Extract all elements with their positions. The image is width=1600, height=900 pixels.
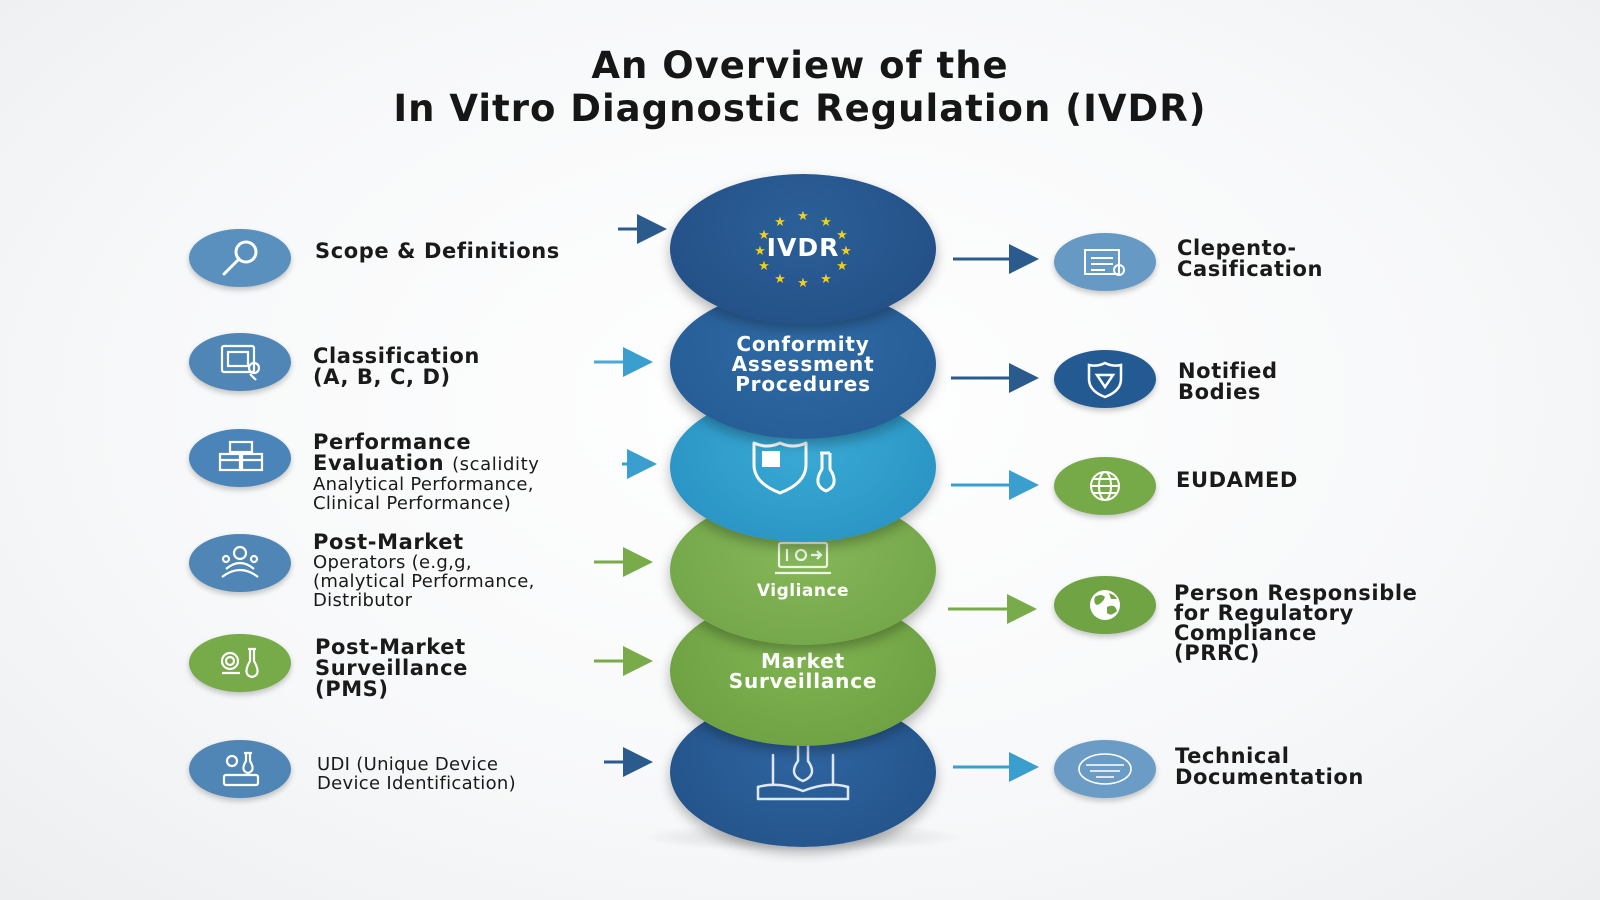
pms-title-3: (PMS) (315, 677, 389, 701)
operators-title: Post-Market (313, 530, 464, 554)
ivdr-circle: ★ ★ ★ ★ ★ ★ ★ ★ ★ ★ ★ ★ IVDR (670, 174, 936, 324)
notified-label: Notified Bodies (1178, 361, 1278, 403)
performance-inline: (scalidity (452, 454, 540, 475)
operators-sub-3: Distributor (313, 590, 413, 611)
svg-text:★: ★ (758, 259, 770, 274)
operators-icon-badge (189, 534, 291, 592)
globe-icon (1090, 471, 1120, 501)
shield-icon (1087, 361, 1123, 399)
conformity-line-3: Procedures (735, 372, 871, 396)
udi-label: UDI (Unique Device Device Identification… (317, 755, 516, 793)
eudamed-title: EUDAMED (1176, 468, 1298, 492)
title-line-1: An Overview of the (591, 44, 1009, 87)
title-line-2: In Vitro Diagnostic Regulation (IVDR) (393, 87, 1207, 130)
earth-icon (1090, 590, 1120, 620)
stamp-icon (1078, 753, 1132, 785)
prrc-title-4: (PRRC) (1174, 641, 1260, 665)
operators-sub-2: (malytical Performance, (313, 571, 535, 592)
eudamed-label: EUDAMED (1176, 470, 1298, 491)
prrc-title-2: for Regulatory (1174, 601, 1354, 625)
classification-icon-badge (189, 333, 291, 391)
svg-text:★: ★ (774, 272, 786, 287)
prrc-label: Person Responsible for Regulatory Compli… (1174, 581, 1418, 665)
scope-icon-badge (189, 229, 291, 287)
scope-label: Scope & Definitions (315, 241, 560, 262)
performance-sub-1: Analytical Performance, (313, 474, 534, 495)
performance-sub-2: Clinical Performance) (313, 493, 512, 514)
classification-classes: (A, B, C, D) (313, 365, 451, 389)
notified-icon-badge (1054, 350, 1156, 408)
people-icon (221, 545, 259, 578)
lab-flask-icon (220, 647, 259, 679)
svg-text:★: ★ (836, 259, 848, 274)
pms-title-2: Surveillance (315, 656, 468, 680)
techdoc-title-2: Documentation (1175, 765, 1364, 789)
eu-stars-icon: ★ ★ ★ ★ ★ ★ ★ ★ ★ ★ ★ ★ (754, 209, 852, 289)
conformity-line-1: Conformity (736, 332, 870, 356)
clepento-icon-badge (1054, 233, 1156, 291)
svg-text:★: ★ (797, 209, 809, 224)
prrc-title: Person Responsible (1174, 581, 1418, 605)
notified-title-2: Bodies (1178, 380, 1262, 404)
udi-icon-badge (189, 740, 291, 798)
pms-label: Post-Market Surveillance (PMS) (315, 637, 468, 700)
udi-icon (222, 751, 260, 787)
techdoc-icon-badge (1054, 740, 1156, 798)
techdoc-title: Technical (1175, 744, 1290, 768)
classification-title: Classification (313, 344, 480, 368)
prrc-title-3: Compliance (1174, 621, 1317, 645)
svg-text:★: ★ (797, 276, 809, 289)
conformity-line-2: Assessment (731, 352, 875, 376)
svg-text:★: ★ (820, 215, 832, 230)
svg-text:★: ★ (840, 244, 852, 259)
svg-text:★: ★ (774, 215, 786, 230)
eudamed-icon-badge (1054, 457, 1156, 515)
clepento-title-2: Casification (1177, 257, 1324, 281)
techdoc-label: Technical Documentation (1175, 746, 1364, 788)
performance-title-2: Evaluation (313, 451, 445, 475)
operators-label: Post-Market Operators (e.g,g, (malytical… (313, 530, 535, 611)
vigilance-monitor-icon (775, 541, 831, 575)
page-title: An Overview of the In Vitro Diagnostic R… (0, 44, 1600, 130)
svg-text:★: ★ (754, 244, 766, 259)
shield-flask-icon (752, 441, 836, 495)
clepento-label: Clepento- Casification (1177, 238, 1323, 280)
clepento-title: Clepento- (1177, 236, 1297, 260)
pms-title: Post-Market (315, 635, 466, 659)
udi-line-2: Device Identification) (317, 773, 516, 794)
performance-title: Performance (313, 430, 472, 454)
device-book-icon (756, 741, 850, 801)
performance-icon-badge (189, 429, 291, 487)
document-icon (1084, 249, 1125, 276)
notified-title: Notified (1178, 359, 1278, 383)
svg-text:★: ★ (758, 228, 770, 243)
operators-sub-1: Operators (e.g,g, (313, 552, 472, 573)
market-line-2: Surveillance (728, 669, 878, 693)
classification-icon (220, 344, 261, 381)
svg-text:★: ★ (836, 228, 848, 243)
udi-line-1: UDI (Unique Device (317, 754, 499, 775)
vigilance-label: Vigliance (756, 581, 850, 601)
magnifier-icon (222, 240, 258, 276)
folders-icon (218, 440, 264, 472)
pms-icon-badge (189, 634, 291, 692)
performance-label: Performance Evaluation (scalidity Analyt… (313, 430, 540, 514)
market-line-1: Market (761, 649, 845, 673)
svg-text:★: ★ (820, 272, 832, 287)
ivdr-label: IVDR (766, 232, 840, 262)
scope-title: Scope & Definitions (315, 239, 560, 263)
classification-label: Classification (A, B, C, D) (313, 346, 480, 388)
prrc-icon-badge (1054, 576, 1156, 634)
